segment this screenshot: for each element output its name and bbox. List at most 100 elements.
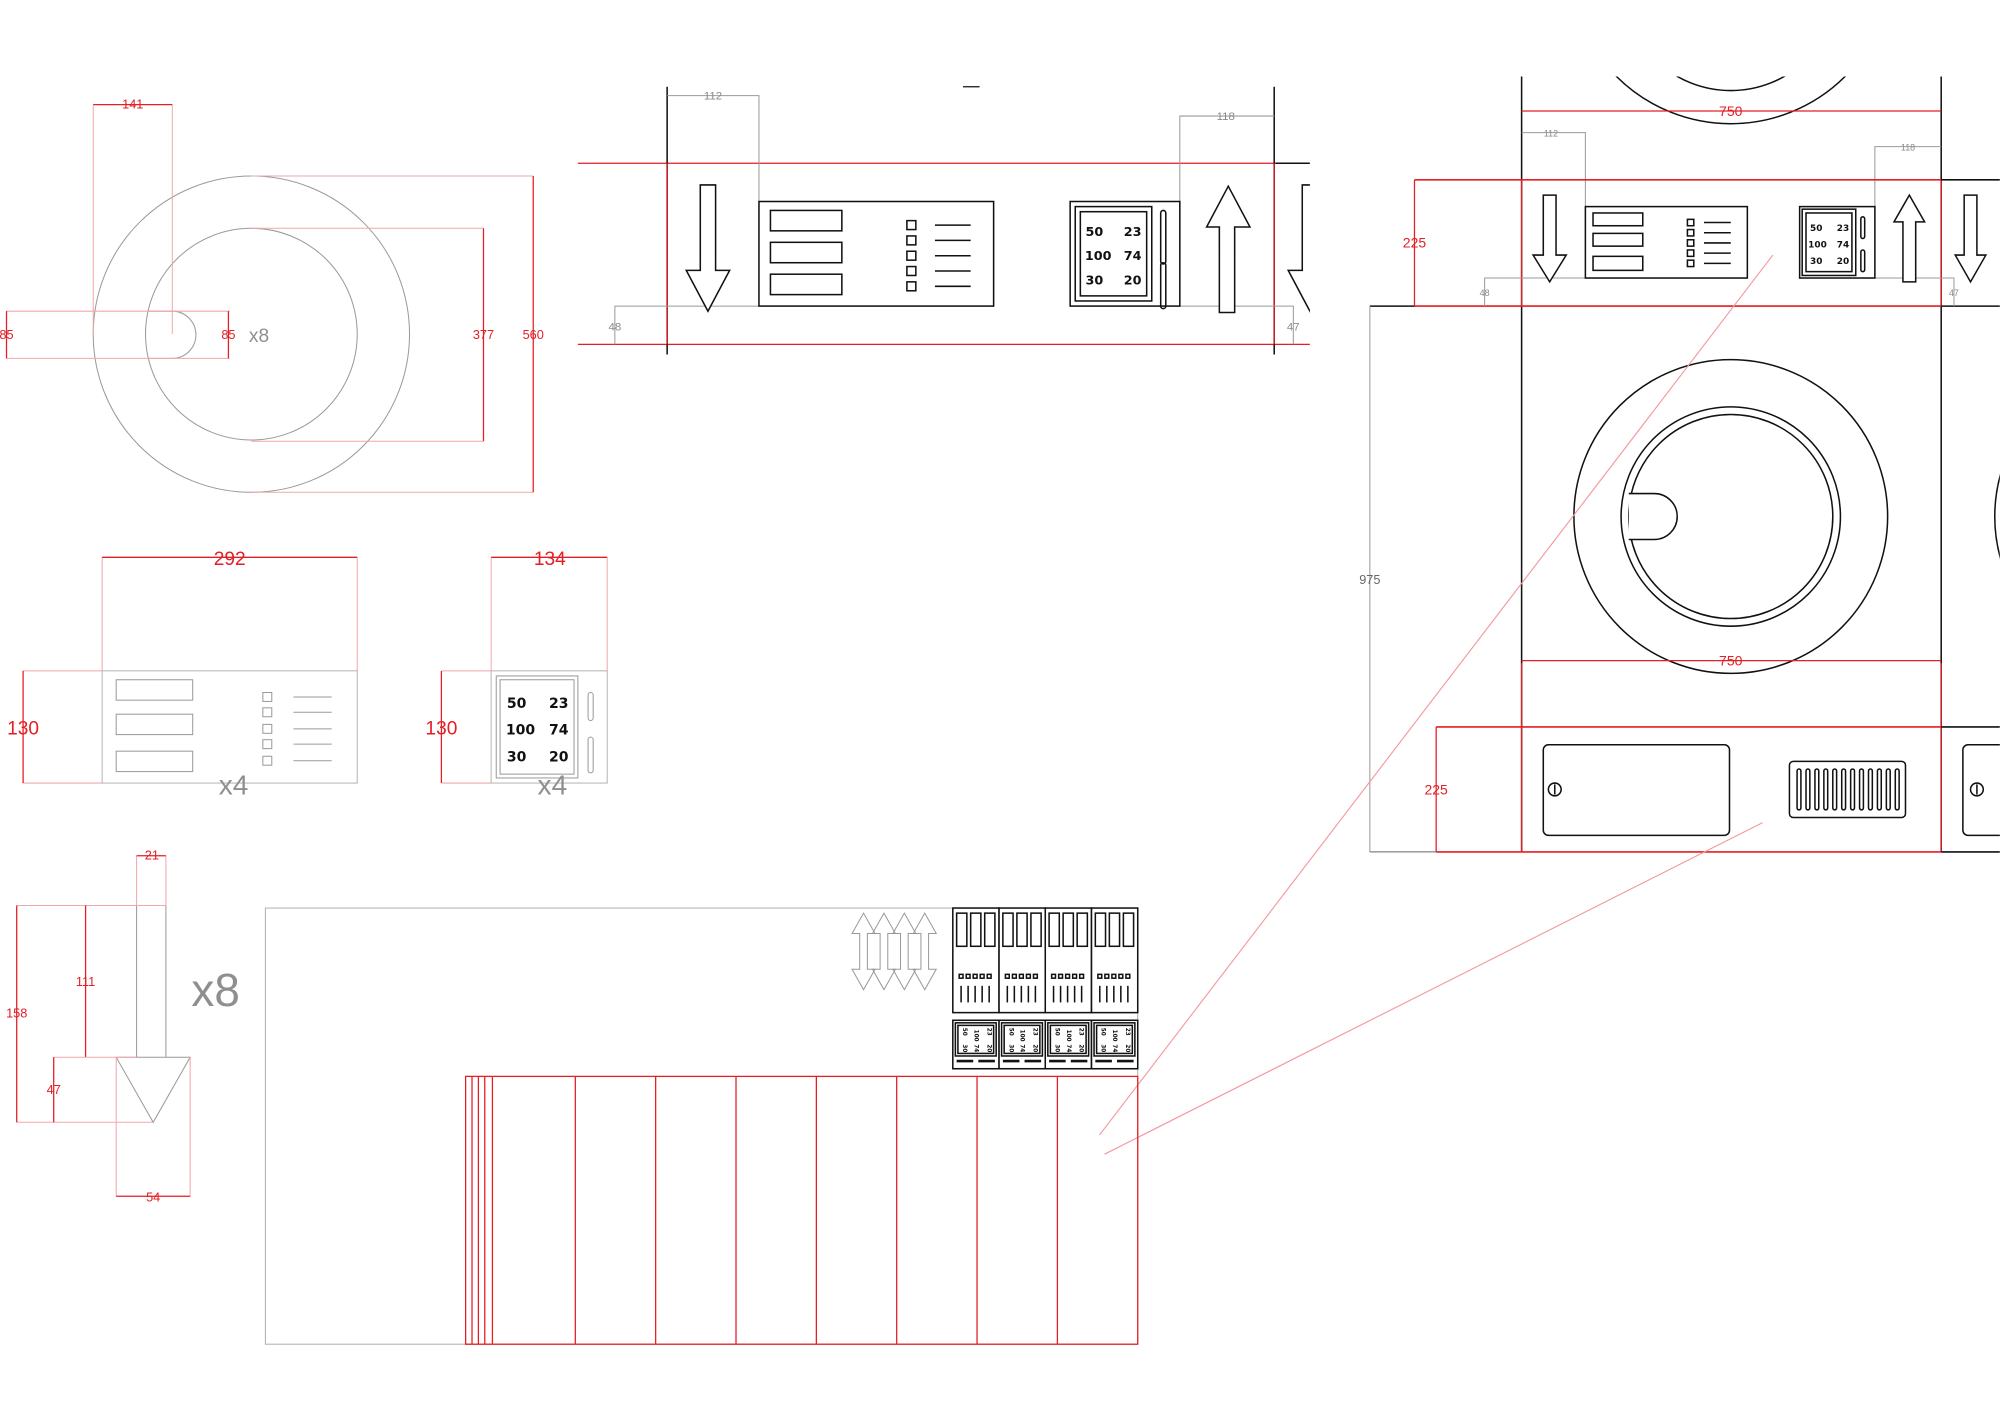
display-value: 30 — [1085, 273, 1103, 288]
display-frame — [1047, 1022, 1090, 1057]
grille-slot — [1805, 768, 1811, 811]
dim-label: 111 — [76, 974, 95, 989]
dim-label: 48 — [608, 321, 621, 333]
display-value: 74 — [1019, 1044, 1025, 1052]
dim-48-front: 48 — [1480, 277, 1586, 307]
checkbox-icon — [262, 691, 273, 702]
button-panel — [758, 200, 995, 307]
checkbox-icon — [1064, 973, 1071, 979]
next-unit-door — [1994, 473, 2000, 560]
display-value: 50 — [961, 1028, 967, 1036]
upper-door-outer — [1615, 76, 1847, 125]
dim-label: 47 — [1949, 288, 1959, 298]
grille-slot — [1832, 768, 1838, 811]
dim-85-left: 85 85 — [0, 310, 236, 359]
checkbox-icon — [986, 973, 992, 979]
dim-label: 130 — [425, 719, 457, 740]
checkbox-icon — [1025, 973, 1032, 979]
ring-detail: 141 85 85 377 560 x8 — [0, 96, 544, 493]
checkbox-icon — [1686, 238, 1695, 247]
dim-118-front: 118 — [1874, 142, 1942, 207]
button-panel-module — [1044, 907, 1093, 1014]
vent-grille — [1788, 760, 1907, 819]
checkbox-icon — [958, 973, 964, 979]
display-value: 20 — [1031, 1044, 1037, 1052]
checkbox-icon — [1104, 973, 1110, 979]
dim-111: 111 — [53, 905, 137, 1058]
button-slot — [1076, 912, 1089, 948]
dim-label: 112 — [1544, 128, 1558, 138]
checkbox-icon — [965, 973, 971, 979]
grille-slot — [1885, 768, 1891, 811]
grille-slot — [1840, 768, 1847, 811]
button-panel-small — [1584, 205, 1749, 279]
button-slot — [1048, 912, 1061, 948]
dim-158: 158 — [6, 904, 166, 1123]
checkbox-icon — [1078, 973, 1085, 979]
display-value: 100 — [1085, 249, 1112, 264]
ring-slot — [148, 310, 197, 359]
quantity-label: x4 — [219, 770, 249, 801]
arrow-up-icon — [1892, 193, 1926, 283]
upper-door-inner — [1675, 76, 1786, 92]
button-panel-detail: 292 130 x4 — [7, 549, 358, 801]
dim-label: 225 — [1424, 782, 1448, 798]
display-frame — [954, 1022, 997, 1057]
dim-label: 85 — [0, 327, 14, 342]
display-panel: 50 23 100 74 30 20 — [1069, 200, 1181, 310]
display-value: 23 — [985, 1028, 991, 1036]
dim-label: 750 — [1719, 653, 1743, 669]
checkbox-icon — [262, 723, 273, 734]
dim-750-top: 750 — [1521, 103, 1942, 119]
dim-47-front: 47 — [1874, 277, 1959, 307]
arrow-down-icon — [1531, 194, 1568, 284]
button-slot — [955, 912, 968, 948]
service-hatch-next — [1962, 744, 2000, 837]
button-slot — [1030, 912, 1042, 948]
checkbox-icon — [1686, 228, 1695, 237]
grille-slot — [1823, 768, 1829, 811]
button-panel-module — [1090, 907, 1139, 1014]
dim-label: 292 — [214, 549, 246, 570]
checkbox-icon — [1057, 973, 1064, 979]
dim-label: 47 — [47, 1082, 61, 1097]
arrow-down-icon — [684, 184, 731, 313]
display-value: 50 — [1100, 1028, 1106, 1036]
button-slot — [1108, 912, 1121, 948]
display-value: 23 — [1124, 225, 1142, 240]
checkbox-icon — [1050, 973, 1057, 979]
display-value: 20 — [1837, 257, 1849, 267]
checkbox-icon — [1018, 973, 1025, 979]
display-value: 30 — [1100, 1044, 1106, 1052]
checkbox-icon — [1686, 249, 1695, 258]
dim-750-door: 750 — [1521, 653, 1942, 669]
dim-label: 85 — [221, 327, 235, 342]
display-value: 20 — [985, 1044, 991, 1052]
button-panel-module — [952, 907, 1000, 1014]
display-value: 100 — [1111, 1030, 1117, 1042]
dim-label: 225 — [1403, 234, 1427, 250]
checkbox-icon — [1097, 973, 1103, 979]
arrow-double-icon — [851, 912, 876, 991]
checkbox-icon — [1118, 973, 1124, 979]
dim-label: 47 — [1287, 321, 1300, 333]
display-value: 30 — [961, 1044, 967, 1052]
display-value: 20 — [1078, 1044, 1084, 1052]
dim-label: 975 — [1359, 572, 1380, 587]
control-strip-view: 112 118 48 47 50 23 100 — [577, 86, 1310, 355]
quantity-label: x8 — [249, 326, 269, 347]
dim-112-front: 112 — [1521, 128, 1586, 207]
display-value: 30 — [507, 749, 527, 765]
dim-47: 47 — [47, 1057, 61, 1123]
dim-label: 112 — [704, 90, 722, 102]
grille-slot — [1894, 768, 1900, 811]
display-screen — [1003, 1024, 1041, 1055]
display-value: 100 — [1808, 240, 1827, 250]
checkbox-icon — [1111, 973, 1117, 979]
arrow-double-icon — [912, 912, 938, 991]
dim-112: 112 — [667, 90, 760, 202]
dim-225-top: 225 — [1403, 179, 1427, 307]
display-value: 50 — [1810, 224, 1822, 234]
dim-label: 560 — [523, 327, 544, 342]
